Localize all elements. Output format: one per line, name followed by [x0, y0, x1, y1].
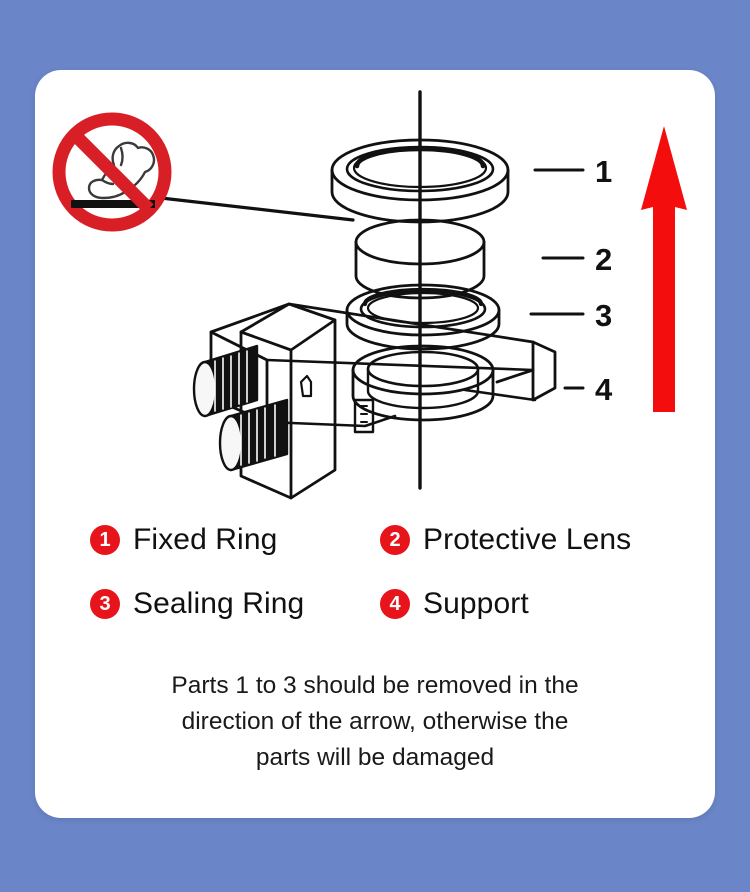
- part-fixed-ring: [330, 138, 510, 224]
- legend-badge-4: 4: [380, 589, 410, 619]
- removal-direction-arrow: [641, 126, 687, 412]
- surface-bar: [71, 200, 155, 208]
- legend-row: 1 Fixed Ring 2 Protective Lens: [90, 508, 690, 572]
- exploded-view-diagram: 1 2 3 4: [35, 70, 715, 500]
- legend-badge-2: 2: [380, 525, 410, 555]
- legend-label-2: Protective Lens: [423, 523, 632, 556]
- legend-item-sealing-ring: 3 Sealing Ring: [90, 587, 380, 621]
- caption-line-3: parts will be damaged: [255, 744, 495, 771]
- caption-line-1: Parts 1 to 3 should be removed in the: [171, 672, 579, 699]
- adjustment-knob-upper: [192, 344, 259, 418]
- leader-line-sign-to-lens: [159, 196, 355, 222]
- legend-label-4: Support: [423, 587, 529, 620]
- legend-badge-1: 1: [90, 525, 120, 555]
- part-support-bracket: [192, 302, 557, 500]
- instruction-card: 1 2 3 4: [35, 70, 715, 818]
- legend-item-protective-lens: 2 Protective Lens: [380, 523, 680, 557]
- legend-badge-3: 3: [90, 589, 120, 619]
- legend-item-fixed-ring: 1 Fixed Ring: [90, 523, 380, 557]
- legend-label-3: Sealing Ring: [133, 587, 305, 620]
- caption-line-2: direction of the arrow, otherwise the: [181, 708, 569, 735]
- legend-label-1: Fixed Ring: [133, 523, 278, 556]
- callout-number-2: 2: [595, 242, 612, 277]
- callout-number-1: 1: [595, 154, 612, 189]
- parts-legend: 1 Fixed Ring 2 Protective Lens 3 Sealing…: [90, 508, 690, 636]
- legend-item-support: 4 Support: [380, 587, 680, 621]
- legend-row: 3 Sealing Ring 4 Support: [90, 572, 690, 636]
- adjustment-knob-lower: [218, 398, 289, 472]
- callout-number-3: 3: [595, 298, 612, 333]
- warning-caption: Parts 1 to 3 should be removed in the di…: [95, 668, 655, 776]
- no-hand-pressing-sign: [52, 112, 172, 232]
- callout-number-4: 4: [595, 372, 613, 407]
- part-protective-lens: [354, 218, 486, 300]
